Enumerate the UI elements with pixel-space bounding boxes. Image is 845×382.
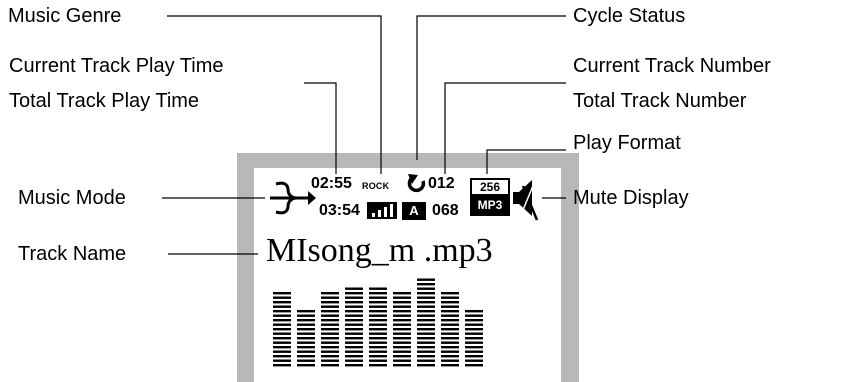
- leader-play-format: [486, 149, 566, 174]
- label-track-name: Track Name: [18, 243, 127, 265]
- label-music-genre: Music Genre: [8, 5, 122, 27]
- leader-music-genre: [167, 15, 382, 174]
- label-current-track-number: Current Track Number: [573, 55, 771, 77]
- equalizer-bar-6: [393, 292, 411, 367]
- leader-track-number: [444, 82, 566, 174]
- equalizer-bar-2: [297, 310, 315, 367]
- total-play-time: 03:54: [319, 202, 360, 219]
- current-play-time: 02:55: [311, 175, 352, 192]
- equalizer-bar-5: [369, 287, 387, 367]
- current-track-number: 012: [428, 175, 455, 192]
- label-total-track-number: Total Track Number: [573, 90, 747, 112]
- label-music-mode: Music Mode: [18, 187, 126, 209]
- total-track-number: 068: [432, 202, 459, 219]
- genre-text: ROCK: [362, 181, 390, 191]
- label-cycle-status: Cycle Status: [573, 5, 686, 27]
- equalizer: [273, 278, 483, 367]
- format-badge: MP3: [470, 196, 510, 216]
- equalizer-bar-9: [465, 310, 483, 367]
- cycle-icon: [407, 174, 426, 193]
- leader-play-time: [304, 82, 337, 174]
- label-play-format: Play Format: [573, 132, 681, 154]
- label-total-track-play-time: Total Track Play Time: [9, 90, 200, 112]
- label-mute-display: Mute Display: [573, 187, 689, 209]
- signal-bars-icon: [367, 202, 397, 219]
- equalizer-bar-4: [345, 287, 363, 367]
- music-mode-icon: [270, 181, 316, 215]
- cycle-mode-badge: A: [402, 202, 426, 220]
- mute-speaker-icon: [513, 175, 539, 221]
- label-current-track-play-time: Current Track Play Time: [9, 55, 224, 77]
- bitrate-badge: 256: [470, 178, 510, 196]
- equalizer-bar-7: [417, 278, 435, 367]
- track-name-text: MIsong_m .mp3: [266, 232, 493, 269]
- equalizer-bar-1: [273, 292, 291, 367]
- equalizer-bar-8: [441, 292, 459, 367]
- leader-cycle-status: [416, 15, 566, 160]
- equalizer-bar-3: [321, 292, 339, 367]
